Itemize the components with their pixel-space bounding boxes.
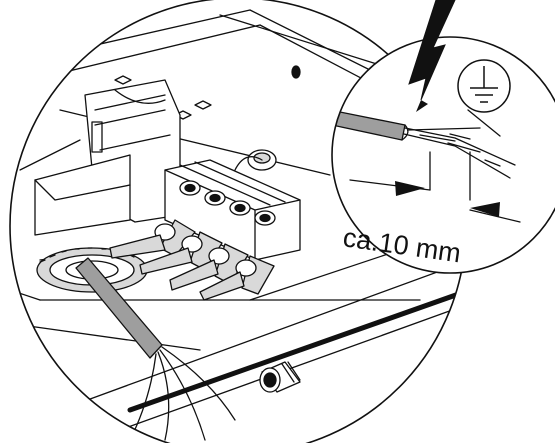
- power-cable: [75, 257, 236, 441]
- cable-gland-small: [259, 361, 301, 393]
- terminal-block: [109, 149, 301, 301]
- dimension-arrow-right: [470, 202, 500, 217]
- lightning-bolt-icon: [408, 0, 456, 112]
- dimension-arrow-left: [395, 181, 425, 196]
- protective-earth-icon: [457, 59, 511, 113]
